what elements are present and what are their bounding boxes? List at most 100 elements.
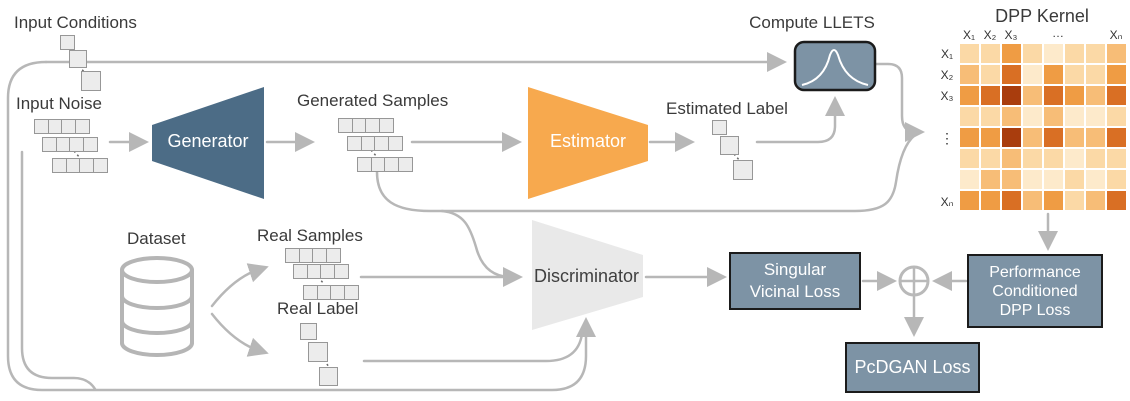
dpp-cell <box>981 128 1000 147</box>
dpp-col-label: … <box>1052 26 1064 40</box>
dpp-col-label: X₂ <box>983 28 997 42</box>
dpp-row-label: X₁ <box>940 47 954 61</box>
dpp-col-label: X₃ <box>1004 28 1018 42</box>
dpp-cell <box>1065 170 1084 189</box>
dpp-cell <box>1023 65 1042 84</box>
dpp-cell <box>1107 191 1126 210</box>
dpp-cell <box>1044 170 1063 189</box>
dpp-cell <box>1044 107 1063 126</box>
dpp-cell <box>1086 128 1105 147</box>
dpp-cell <box>981 191 1000 210</box>
dpp-cell <box>1086 107 1105 126</box>
generator-node <box>152 87 264 199</box>
dpp-cell <box>1023 191 1042 210</box>
generator-label: Generator <box>167 131 249 151</box>
input-noise-label: Input Noise <box>16 94 102 113</box>
dpp-cell <box>960 128 979 147</box>
dpp-cell <box>1107 107 1126 126</box>
input-conditions-label: Input Conditions <box>14 13 137 32</box>
dpp-cell <box>1065 107 1084 126</box>
dpp-cell <box>960 44 979 63</box>
dpp-row-label: X₂ <box>940 68 954 82</box>
pcdgan-loss-box: PcDGAN Loss <box>845 342 980 393</box>
ellipsis-dots <box>73 65 741 368</box>
dpp-cell <box>1002 149 1021 168</box>
dpp-cell <box>1002 86 1021 105</box>
dpp-cell <box>1023 149 1042 168</box>
dpp-cell <box>1044 149 1063 168</box>
label-to-llets-arrow <box>755 96 845 144</box>
dpp-cell <box>1044 65 1063 84</box>
llets-box <box>793 40 877 92</box>
perf-line: Performance <box>989 263 1081 281</box>
dpp-cell <box>1086 149 1105 168</box>
dataset-to-samples-arrow <box>210 263 269 308</box>
reallabel-to-discriminator-line <box>362 325 585 363</box>
dpp-cell <box>1065 128 1084 147</box>
dpp-cell <box>1002 191 1021 210</box>
performance-conditioned-dpp-loss-box: Performance Conditioned DPP Loss <box>967 254 1103 328</box>
dpp-cell <box>1002 107 1021 126</box>
compute-llets-label: Compute LLETS <box>749 13 875 32</box>
dpp-cell <box>1023 128 1042 147</box>
dpp-cell <box>1086 86 1105 105</box>
dpp-row-label: X₃ <box>940 89 954 103</box>
dpp-kernel-heatmap <box>960 44 1126 210</box>
dpp-cell <box>1023 170 1042 189</box>
dpp-cell <box>1044 44 1063 63</box>
dpp-cell <box>981 44 1000 63</box>
label-square <box>300 323 317 340</box>
dpp-cell <box>981 65 1000 84</box>
condition-square <box>69 50 87 68</box>
dpp-cell <box>1002 65 1021 84</box>
generated-samples-label: Generated Samples <box>297 91 449 110</box>
dpp-cell <box>1044 191 1063 210</box>
dpp-cell <box>1065 149 1084 168</box>
dpp-cell <box>1002 170 1021 189</box>
dpp-cell <box>960 149 979 168</box>
dpp-cell <box>1044 86 1063 105</box>
dpp-cell <box>1107 128 1126 147</box>
llets-to-dpp-arrow <box>874 62 925 142</box>
dpp-cell <box>981 170 1000 189</box>
inner-feedback-line <box>20 150 97 391</box>
condition-square <box>60 35 75 50</box>
dpp-cell <box>1086 170 1105 189</box>
estimator-node <box>528 87 648 199</box>
dpp-cell <box>1065 191 1084 210</box>
samples-to-dpp-line <box>375 133 917 213</box>
dpp-cell <box>960 170 979 189</box>
dpp-cell <box>1044 128 1063 147</box>
perf-line: DPP Loss <box>999 301 1071 319</box>
dpp-cell <box>981 86 1000 105</box>
dataset-to-label-arrow <box>210 312 269 357</box>
dpp-cell <box>1065 86 1084 105</box>
dpp-cell <box>960 86 979 105</box>
svl-line: Singular <box>763 260 827 279</box>
discriminator-label: Discriminator <box>533 266 639 286</box>
dpp-kernel-title: DPP Kernel <box>995 6 1089 26</box>
real-label-label: Real Label <box>277 299 359 318</box>
dpp-cell <box>1023 107 1042 126</box>
dpp-cell <box>960 191 979 210</box>
discriminator-node <box>532 220 643 330</box>
dpp-row-label: Xₙ <box>940 195 954 209</box>
label-square <box>733 160 753 180</box>
dpp-cell <box>1002 128 1021 147</box>
dpp-cell <box>981 107 1000 126</box>
peak-curve-icon <box>801 49 869 86</box>
label-square <box>319 367 338 386</box>
dpp-cell <box>1107 44 1126 63</box>
dpp-cell <box>1107 86 1126 105</box>
dpp-row-label: ⋮ <box>940 130 954 146</box>
conditions-to-discriminator-feedback-line <box>6 60 596 392</box>
dpp-cell <box>1065 44 1084 63</box>
dpp-cell <box>1023 44 1042 63</box>
real-samples-label: Real Samples <box>257 226 363 245</box>
dpp-cell <box>1023 86 1042 105</box>
dpp-col-label: Xₙ <box>1109 28 1123 42</box>
dpp-cell <box>960 65 979 84</box>
pcdgan-line: PcDGAN Loss <box>854 357 971 377</box>
dpp-cell <box>1107 170 1126 189</box>
